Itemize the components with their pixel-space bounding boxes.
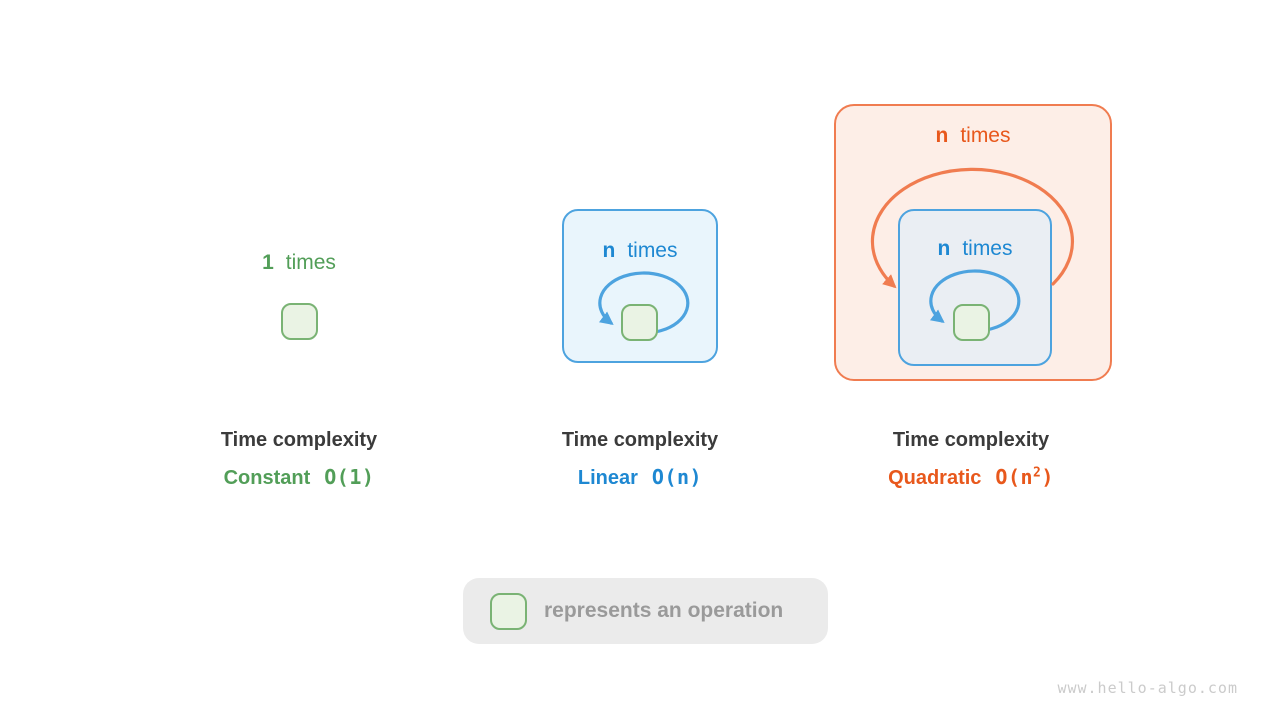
quadratic-inner-times-word: times bbox=[962, 237, 1013, 260]
quadratic-inner-times-count: n bbox=[937, 237, 951, 260]
quadratic-big-o-sup: 2 bbox=[1033, 465, 1042, 481]
quadratic-caption-value: Quadratic O(n2) bbox=[821, 465, 1121, 490]
quadratic-caption: Time complexity Quadratic O(n2) bbox=[821, 429, 1121, 490]
quadratic-outer-times-count: n bbox=[935, 124, 949, 147]
quadratic-big-o-close: ) bbox=[1041, 465, 1054, 489]
linear-caption-title: Time complexity bbox=[561, 429, 719, 451]
constant-times-count: 1 bbox=[262, 251, 274, 274]
linear-times-count: n bbox=[602, 239, 616, 262]
linear-complexity-name: Linear bbox=[577, 467, 638, 489]
constant-times-label: 1 times bbox=[219, 251, 379, 275]
constant-big-o-main: O(1) bbox=[324, 465, 375, 489]
operation-box-icon bbox=[953, 304, 990, 341]
outer-loop-arrow-icon bbox=[870, 167, 1075, 289]
operation-box-icon bbox=[490, 592, 527, 630]
linear-big-o: O(n) bbox=[652, 465, 702, 489]
constant-complexity-name: Constant bbox=[223, 467, 311, 489]
quadratic-big-o: O(n2) bbox=[995, 465, 1054, 489]
constant-caption-title: Time complexity bbox=[220, 429, 378, 451]
constant-big-o: O(1) bbox=[324, 465, 374, 489]
operation-box-icon bbox=[621, 304, 658, 341]
loop-arrow-icon bbox=[598, 271, 690, 335]
quadratic-caption-title: Time complexity bbox=[892, 429, 1050, 451]
inner-loop-arrow-icon bbox=[929, 269, 1021, 333]
linear-times-word: times bbox=[627, 239, 678, 262]
constant-caption-value: Constant O(1) bbox=[149, 465, 449, 490]
linear-big-o-main: O(n) bbox=[651, 465, 703, 489]
quadratic-complexity-name: Quadratic bbox=[888, 467, 982, 489]
legend-label: represents an operation bbox=[544, 599, 784, 622]
legend: represents an operation bbox=[463, 578, 828, 644]
operation-box-icon bbox=[281, 303, 318, 340]
watermark: www.hello-algo.com bbox=[1057, 679, 1238, 697]
quadratic-outer-times-word: times bbox=[960, 124, 1011, 147]
linear-caption: Time complexity Linear O(n) bbox=[490, 429, 790, 490]
constant-times-word: times bbox=[285, 251, 336, 274]
constant-caption: Time complexity Constant O(1) bbox=[149, 429, 449, 490]
linear-caption-value: Linear O(n) bbox=[490, 465, 790, 490]
quadratic-big-o-main: O(n bbox=[995, 465, 1034, 489]
